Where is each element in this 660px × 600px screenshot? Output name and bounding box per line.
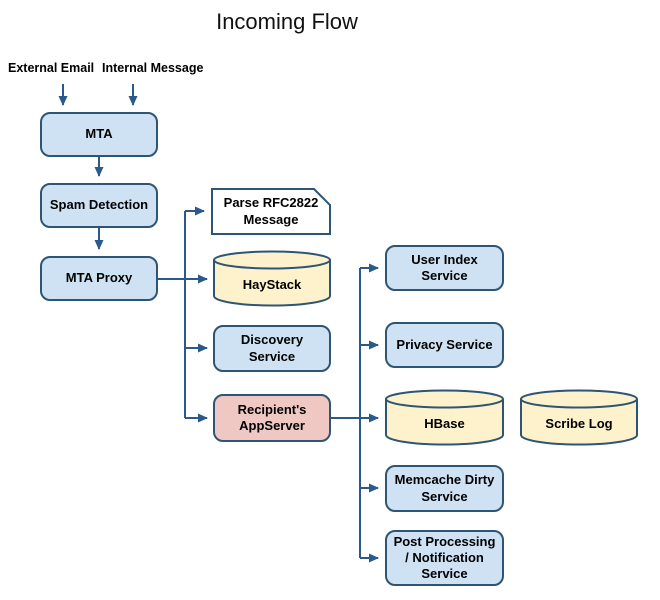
node-post-processing-label: Post Processing / Notification Service [393,533,496,582]
node-mta-proxy: MTA Proxy [40,256,158,301]
node-mta-proxy-label: MTA Proxy [65,270,133,286]
node-parse-rfc2822-label: Parse RFC2822 Message [223,195,319,227]
node-haystack-label: HayStack [242,277,302,292]
page-title: Incoming Flow [216,9,358,34]
node-spam-detection-label: Spam Detection [49,197,149,213]
input-label-external-email: External Email [8,61,95,75]
cylinder-shape [520,389,638,446]
node-recipients-appserver-label: Recipient's AppServer [237,401,307,433]
node-haystack: HayStack [213,250,331,307]
node-memcache-dirty-service-label: Memcache Dirty Service [394,472,495,504]
node-user-index-service: User Index Service [385,245,504,291]
node-privacy-service-label: Privacy Service [396,336,493,352]
node-mta-label: MTA [85,126,113,142]
node-memcache-dirty-service: Memcache Dirty Service [385,465,504,512]
node-recipients-appserver: Recipient's AppServer [213,394,331,442]
node-discovery-service-label: Discovery Service [240,332,304,364]
input-label-internal-message: Internal Message [102,61,204,75]
node-discovery-service: Discovery Service [213,325,331,372]
cylinder-shape [213,250,331,307]
note-shape [211,188,331,235]
node-scribe-log: Scribe Log [520,389,638,446]
node-spam-detection: Spam Detection [40,183,158,228]
node-mta: MTA [40,112,158,157]
node-privacy-service: Privacy Service [385,322,504,368]
node-hbase-label: HBase [424,416,465,431]
node-scribe-log-label: Scribe Log [545,416,613,431]
node-post-processing: Post Processing / Notification Service [385,530,504,586]
cylinder-shape [385,389,504,446]
node-hbase: HBase [385,389,504,446]
node-user-index-service-label: User Index Service [411,251,478,283]
node-parse-rfc2822: Parse RFC2822 Message [211,188,331,235]
